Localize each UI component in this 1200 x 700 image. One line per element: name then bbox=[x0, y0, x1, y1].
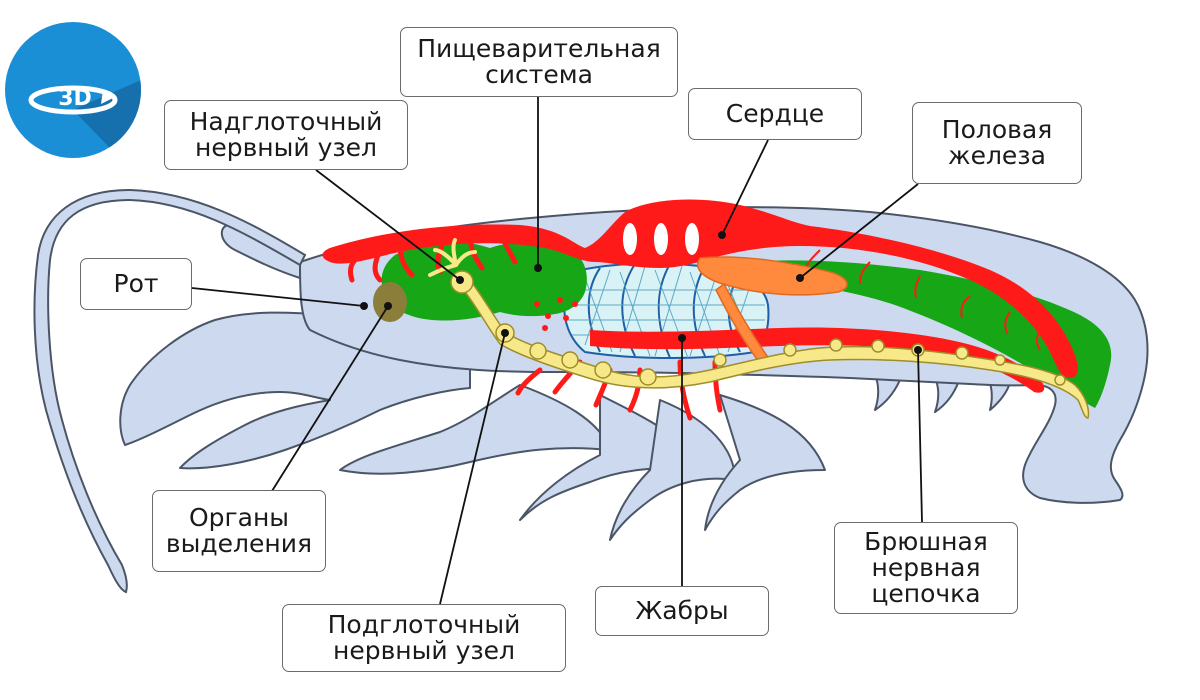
label-line: система bbox=[485, 62, 593, 88]
label-line: нервный узел bbox=[333, 638, 515, 664]
label-line: Брюшная bbox=[864, 529, 988, 555]
label-line: Органы bbox=[189, 505, 289, 531]
label-excretory-organs: Органы выделения bbox=[152, 490, 326, 572]
excretory-organ bbox=[373, 282, 407, 322]
label-digestive-system: Пищеварительная система bbox=[400, 27, 678, 97]
label-line: Жабры bbox=[635, 598, 728, 624]
label-line: Пищеварительная bbox=[417, 36, 661, 62]
label-heart: Сердце bbox=[688, 88, 862, 140]
label-line: Надглоточный bbox=[190, 109, 383, 135]
label-ventral-nerve-cord: Брюшная нервная цепочка bbox=[834, 522, 1018, 614]
3d-badge-label: 3D bbox=[53, 86, 97, 111]
heart bbox=[623, 223, 699, 255]
label-subesophageal-ganglion: Подглоточный нервный узел bbox=[282, 604, 566, 672]
label-line: Подглоточный bbox=[328, 612, 521, 638]
label-supraesophageal-ganglion: Надглоточный нервный узел bbox=[164, 100, 408, 170]
label-line: цепочка bbox=[871, 581, 980, 607]
label-mouth: Рот bbox=[80, 258, 192, 310]
label-line: Рот bbox=[114, 271, 159, 297]
3d-view-button[interactable]: 3D bbox=[3, 20, 143, 160]
label-line: нервный узел bbox=[195, 135, 377, 161]
label-gills: Жабры bbox=[595, 586, 769, 636]
label-line: выделения bbox=[166, 531, 312, 557]
label-line: нервная bbox=[871, 555, 980, 581]
label-line: Сердце bbox=[726, 101, 824, 127]
label-line: Половая bbox=[942, 117, 1052, 143]
label-line: железа bbox=[948, 143, 1046, 169]
label-gonad: Половая железа bbox=[912, 102, 1082, 184]
